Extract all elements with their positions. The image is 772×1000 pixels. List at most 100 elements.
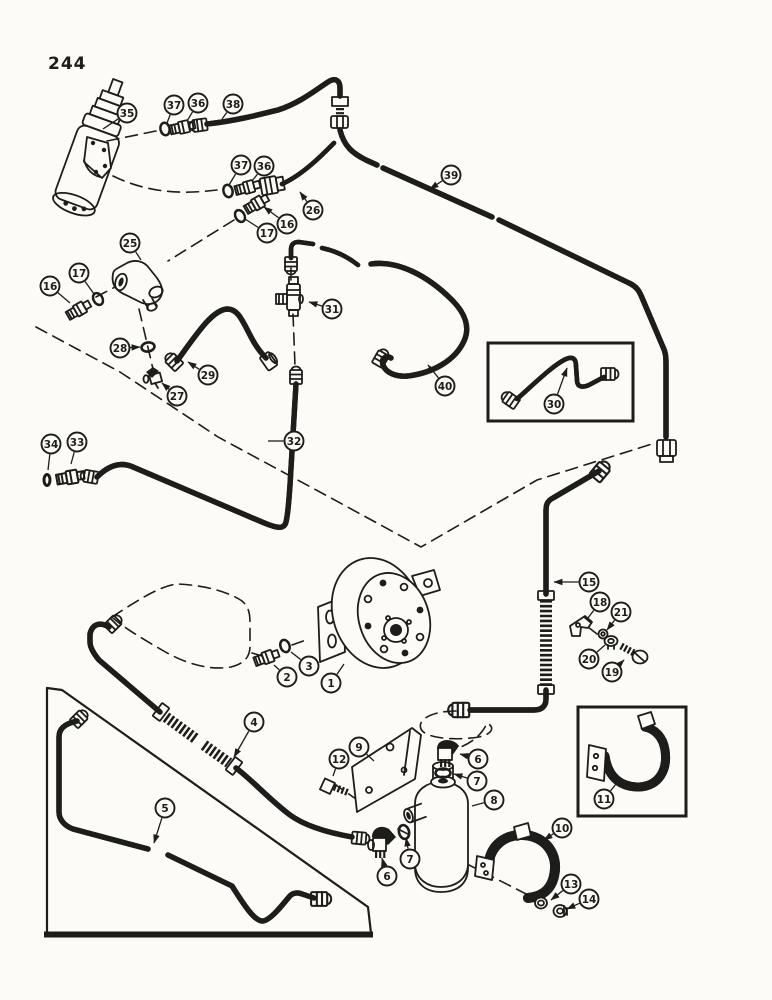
callout-circle bbox=[560, 873, 582, 895]
callout-30-18: 30 bbox=[543, 367, 568, 415]
callout-21-24: 21 bbox=[606, 601, 632, 631]
nut-14-drawing bbox=[552, 904, 568, 918]
callout-number: 4 bbox=[250, 717, 257, 729]
callout-39-4: 39 bbox=[429, 164, 462, 190]
clamp-18-drawing bbox=[569, 615, 593, 637]
callout-number: 36 bbox=[191, 98, 206, 110]
callout-number: 39 bbox=[444, 170, 459, 182]
callout-number: 14 bbox=[582, 894, 597, 906]
bracket-9-drawing bbox=[351, 727, 422, 813]
callout-circle bbox=[399, 848, 421, 870]
callout-leader bbox=[47, 454, 51, 471]
callout-leader bbox=[543, 832, 554, 841]
callout-2-27: 2 bbox=[273, 664, 298, 688]
strap-10-drawing bbox=[474, 822, 555, 903]
callout-leader bbox=[70, 451, 75, 465]
callout-leader bbox=[381, 857, 388, 868]
callout-1-29: 1 bbox=[320, 663, 345, 694]
callout-circle bbox=[466, 770, 488, 792]
callout-16-8: 16 bbox=[263, 206, 298, 235]
callout-number: 16 bbox=[43, 281, 58, 293]
callout-number: 9 bbox=[355, 742, 362, 754]
callout-31-13: 31 bbox=[308, 298, 343, 320]
tube-5 bbox=[56, 706, 333, 921]
callout-leader bbox=[566, 902, 580, 910]
callout-number: 40 bbox=[438, 381, 453, 393]
callout-27-16: 27 bbox=[161, 382, 188, 407]
callout-leader bbox=[290, 651, 302, 661]
callout-leader bbox=[135, 251, 142, 261]
callout-number: 21 bbox=[614, 607, 629, 619]
callout-circle bbox=[222, 93, 244, 115]
callout-34-20: 34 bbox=[40, 433, 62, 471]
callout-circle bbox=[66, 431, 88, 453]
callout-number: 18 bbox=[593, 597, 608, 609]
nut-20-drawing bbox=[603, 635, 619, 650]
callout-17-9: 17 bbox=[244, 218, 278, 244]
fitting-36-lower bbox=[220, 177, 263, 200]
callout-circle bbox=[321, 298, 343, 320]
callout-6-37: 6 bbox=[376, 857, 398, 887]
callout-circle bbox=[276, 213, 298, 235]
callout-6-32: 6 bbox=[459, 748, 489, 770]
oring-28 bbox=[140, 341, 156, 353]
callout-number: 7 bbox=[406, 854, 413, 866]
fitting-33-34 bbox=[42, 467, 87, 488]
callout-38-3: 38 bbox=[221, 93, 244, 120]
callout-leader bbox=[453, 773, 468, 780]
tube-29 bbox=[161, 306, 279, 373]
callout-circle bbox=[256, 222, 278, 244]
callout-13-39: 13 bbox=[550, 873, 582, 901]
callout-circle bbox=[348, 736, 370, 758]
callout-leader bbox=[57, 292, 71, 304]
callout-circle bbox=[483, 789, 505, 811]
callout-leader bbox=[299, 191, 308, 202]
callout-circle bbox=[253, 155, 275, 177]
callout-20-25: 20 bbox=[578, 644, 606, 670]
callout-circle bbox=[109, 337, 131, 359]
callout-7-36: 7 bbox=[399, 837, 421, 870]
callout-leader bbox=[429, 180, 443, 190]
callout-12-30: 12 bbox=[328, 748, 350, 777]
callout-leader bbox=[187, 361, 200, 370]
panel-outline-triangle bbox=[44, 686, 373, 938]
washer-21-drawing bbox=[597, 628, 609, 640]
callout-32-19: 32 bbox=[268, 430, 305, 452]
callout-number: 20 bbox=[582, 654, 597, 666]
callout-29-15: 29 bbox=[187, 361, 219, 386]
callout-number: 17 bbox=[260, 228, 275, 240]
callout-circle bbox=[320, 672, 342, 694]
tube-32 bbox=[78, 365, 303, 528]
callout-number: 29 bbox=[201, 370, 216, 382]
callout-35-0: 35 bbox=[102, 102, 138, 130]
callout-number: 36 bbox=[257, 161, 272, 173]
callout-number: 13 bbox=[564, 879, 579, 891]
callout-circle bbox=[467, 748, 489, 770]
callout-leader bbox=[273, 664, 280, 671]
fitting-2-3 bbox=[251, 637, 293, 669]
callout-number: 3 bbox=[305, 661, 312, 673]
callout-number: 37 bbox=[234, 160, 249, 172]
callout-26-7: 26 bbox=[299, 191, 324, 221]
callout-circle bbox=[434, 375, 456, 397]
callout-number: 32 bbox=[287, 436, 302, 448]
callout-number: 11 bbox=[597, 794, 612, 806]
callout-number: 6 bbox=[383, 871, 390, 883]
bolt-12-drawing bbox=[319, 777, 351, 797]
steering-valve-35-drawing bbox=[52, 78, 125, 217]
callout-circle bbox=[578, 648, 600, 670]
callout-leader bbox=[228, 173, 237, 186]
callout-33-21: 33 bbox=[66, 431, 88, 465]
pump-1-drawing bbox=[317, 557, 441, 669]
callout-leader bbox=[471, 802, 485, 807]
callout-circle bbox=[197, 364, 219, 386]
callout-leader bbox=[587, 610, 595, 619]
callout-leader bbox=[550, 890, 564, 901]
callout-18-23: 18 bbox=[587, 591, 611, 619]
tube-30-inset bbox=[498, 358, 620, 411]
callout-number: 27 bbox=[170, 391, 185, 403]
callout-circle bbox=[39, 275, 61, 297]
callout-number: 25 bbox=[123, 238, 138, 250]
